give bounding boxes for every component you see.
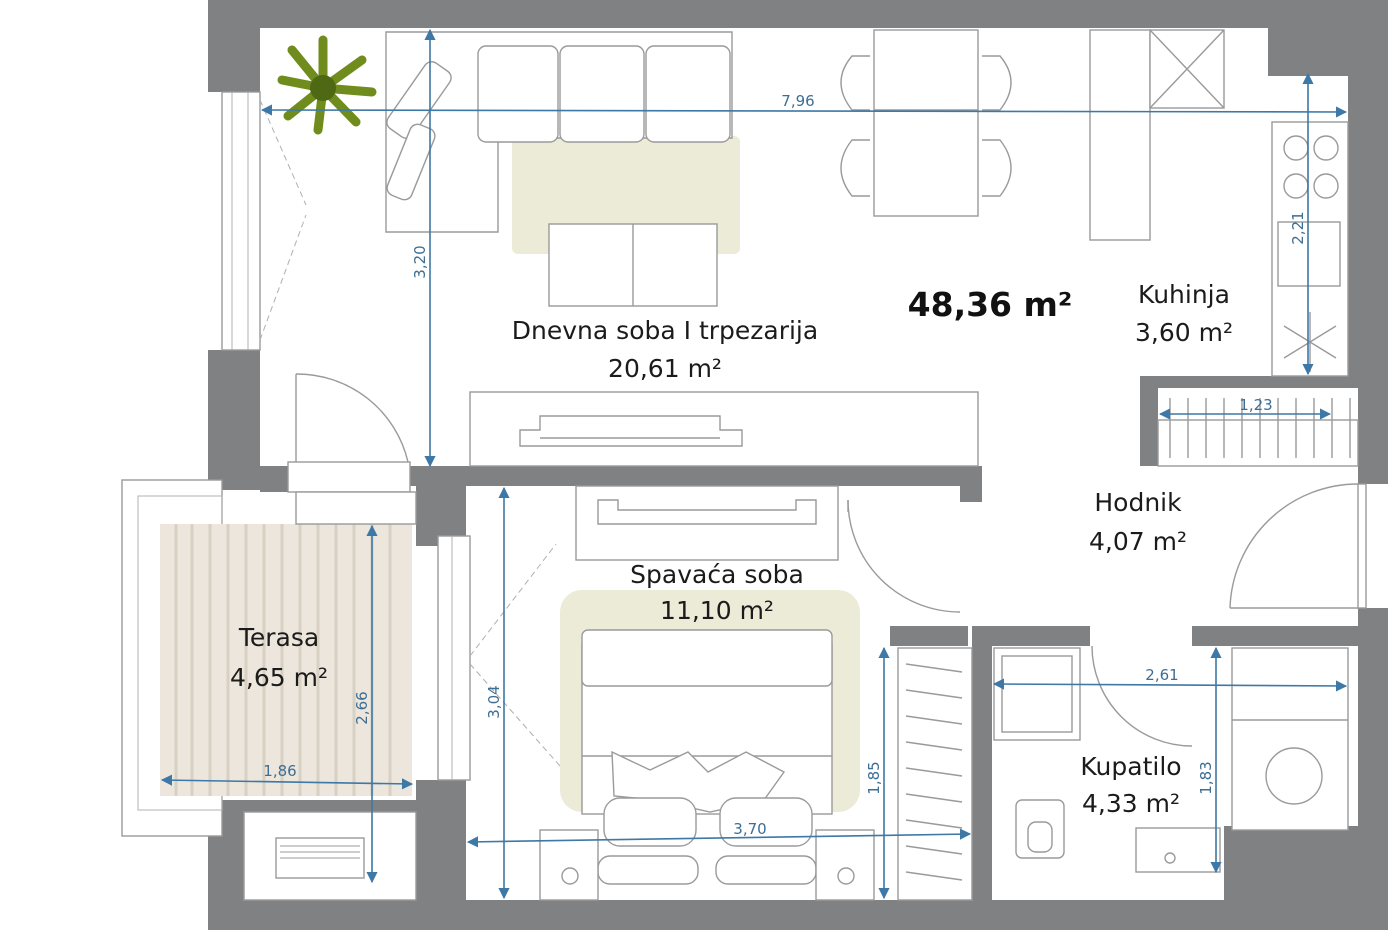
entrance-door (1229, 483, 1367, 609)
plant-icon (277, 35, 377, 135)
living-door (287, 373, 411, 493)
dining-table (840, 29, 1012, 217)
room-name-spavaca: Spavaća soba (630, 560, 804, 589)
bathroom-door (1091, 645, 1193, 747)
room-area-kupatilo: 4,33 m² (1082, 789, 1180, 818)
wardrobe (897, 647, 973, 901)
dimension-lines (160, 28, 1348, 900)
dim-terrace-width: 1,86 (263, 762, 296, 780)
dim-bath-depth: 1,83 (1197, 761, 1215, 794)
dim-living-width: 7,96 (781, 92, 814, 110)
room-area-terasa: 4,65 m² (230, 663, 328, 692)
tv-unit (469, 391, 979, 467)
room-name-terasa: Terasa (238, 623, 319, 652)
dim-wardrobe-depth: 1,85 (865, 761, 883, 794)
bedroom-door (847, 499, 961, 613)
coat-rack (1157, 398, 1359, 467)
dim-bedroom-depth: 3,04 (485, 685, 503, 718)
room-area-spavaca: 11,10 m² (660, 596, 774, 625)
dim-hall-width: 1,23 (1239, 396, 1272, 414)
bathroom-fixtures (993, 647, 1349, 873)
total-area: 48,36 m² (908, 285, 1073, 324)
room-area-kuhinja: 3,60 m² (1135, 318, 1233, 347)
dim-living-depth: 3,20 (411, 245, 429, 278)
dim-bedroom-width: 3,70 (733, 820, 766, 838)
walls (208, 0, 1388, 930)
living-window (221, 91, 307, 351)
room-area-dnevna: 20,61 m² (608, 354, 722, 383)
coffee-table (548, 223, 718, 307)
terrace-door (437, 535, 561, 781)
bed (539, 629, 875, 901)
sofa (385, 31, 733, 233)
room-name-hodnik: Hodnik (1094, 488, 1182, 517)
room-area-hodnik: 4,07 m² (1089, 527, 1187, 556)
room-name-dnevna: Dnevna soba I trpezarija (512, 316, 818, 345)
room-name-kupatilo: Kupatilo (1080, 752, 1181, 781)
dim-bath-width: 2,61 (1145, 666, 1178, 684)
room-name-kuhinja: Kuhinja (1138, 280, 1230, 309)
bedroom-tv-unit (575, 485, 839, 561)
dim-terrace-depth: 2,66 (353, 691, 371, 724)
dim-kitchen-depth: 2,21 (1289, 211, 1307, 244)
